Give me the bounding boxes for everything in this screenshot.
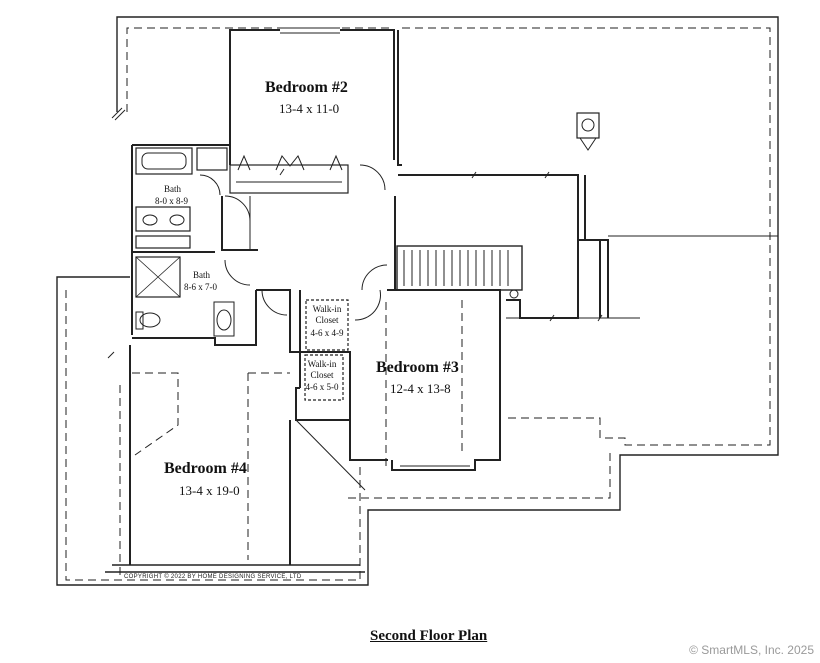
- exterior-walls: [56, 16, 779, 586]
- bath1-dims: 8-0 x 8-9: [155, 196, 188, 206]
- roof-outline-dashed: [65, 27, 771, 581]
- bedroom4-dims: 13-4 x 19-0: [179, 483, 240, 498]
- copyright-note: COPYRIGHT © 2022 BY HOME DESIGNING SERVI…: [124, 574, 302, 580]
- watermark: © SmartMLS, Inc. 2025: [689, 643, 814, 657]
- bedroom4-name: Bedroom #4: [164, 460, 247, 477]
- closet1-dims: 4-6 x 4-9: [310, 328, 344, 338]
- bath1-name: Bath: [164, 184, 181, 194]
- bedroom2-name: Bedroom #2: [265, 79, 348, 96]
- interior-walls: [129, 27, 778, 565]
- plan-title: Second Floor Plan: [370, 628, 488, 644]
- bedroom3-dims: 12-4 x 13-8: [390, 381, 451, 396]
- bath2-name: Bath: [193, 270, 210, 280]
- bath2-dims: 8-6 x 7-0: [184, 282, 217, 292]
- door-swings: [199, 164, 388, 321]
- bedroom2-dims: 13-4 x 11-0: [279, 101, 340, 116]
- closet2-dims: 4-6 x 5-0: [305, 382, 339, 392]
- closet1-name: Walk-in Closet: [312, 304, 342, 325]
- closet2-name: Walk-in Closet: [307, 359, 337, 380]
- roof-vent: [576, 112, 600, 139]
- bedroom3-name: Bedroom #3: [376, 359, 459, 376]
